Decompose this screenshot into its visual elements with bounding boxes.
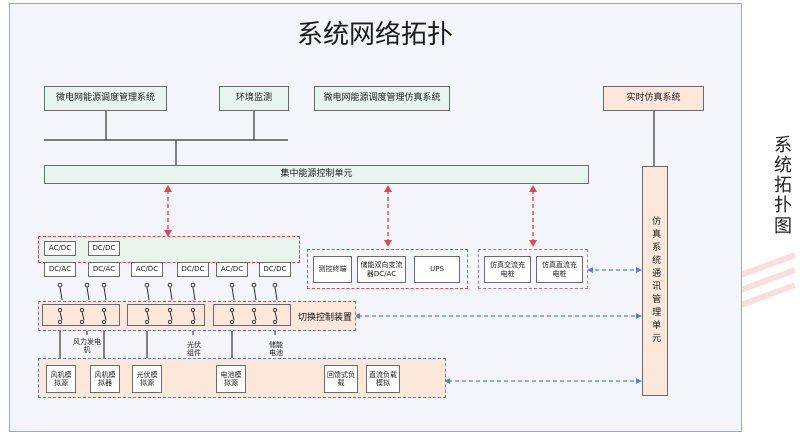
converter-group-border [38,236,300,263]
acdc-converter-2: AC/DC [131,262,163,277]
dc-charging-pile: 仿真直流充电桩 [536,256,583,283]
acdc-converter-1: AC/DC [44,241,76,256]
acdc-converter-3: AC/DC [216,262,248,277]
pv-module-text: 光伏组件 [187,341,201,358]
battery-sim-source-label: 电池模拟源 [220,370,242,387]
storage-converter-label: 储能双向变流器DC/AC [360,261,403,278]
side-title: 系 统 拓 扑 图 [770,135,796,237]
dcdc-converter-1: DC/DC [88,241,120,256]
wind-sim-source: 风机模拟源 [46,365,76,393]
wind-sim-source-label: 风机模拟源 [50,370,72,387]
storage-battery-label: 储能电池 [266,341,286,357]
wind-generator-label: 风力发电机 [70,338,104,354]
dispatch-sim-system-box: 微电网能源调度管理仿真系统 [314,86,450,111]
feedback-load: 回馈式负载 [324,365,358,393]
measure-control-terminal: 测控终端 [313,256,352,283]
ac-charging-pile: 仿真交流充电桩 [484,256,531,283]
pv-sim-source-label: 光伏模拟源 [136,370,158,387]
dcac-converter-2: DC/AC [88,262,120,277]
realtime-sim-box: 实时仿真系统 [603,86,704,111]
dcdc-converter-2: DC/DC [177,262,209,277]
middle-device-group [307,249,468,289]
pv-sim-source: 光伏模拟源 [132,365,162,393]
dispatch-system-box: 微电网能源调度管理系统 [44,86,167,111]
ac-charging-label: 仿真交流充电桩 [490,261,525,278]
dcdc-converter-3: DC/DC [259,262,291,277]
battery-sim-source: 电池模拟源 [216,365,246,393]
feedback-load-label: 回馈式负载 [327,370,355,387]
dcac-converter-1: DC/AC [44,262,76,277]
converter-group-fill [39,237,299,262]
wind-generator-text: 风力发电机 [73,338,101,355]
pv-module-label: 光伏组件 [184,341,204,357]
side-title-char: 扑 [774,195,792,217]
side-title-char: 统 [774,155,792,177]
storage-converter: 储能双向变流器DC/AC [357,256,406,283]
wind-simulator: 风机模拟器 [90,365,120,393]
dc-load-sim: 直流负载模拟 [366,365,400,393]
dc-load-sim-label: 直流负载模拟 [369,370,397,387]
wind-simulator-label: 风机模拟器 [94,370,116,387]
ups-box: UPS [414,256,460,283]
side-title-char: 图 [774,215,792,237]
environment-monitor-box: 环境监测 [219,86,289,111]
side-title-char: 系 [774,135,792,156]
comm-unit-label: 仿真系统通讯管理单元 [650,216,661,346]
side-title-char: 拓 [774,175,792,197]
diagram-title: 系统网络拓扑 [296,20,453,50]
central-control-unit: 集中能源控制单元 [44,165,589,184]
dc-charging-label: 仿真直流充电桩 [542,261,577,278]
charging-group [478,249,588,289]
storage-battery-text: 储能电池 [269,341,283,358]
comm-management-unit: 仿真系统通讯管理单元 [642,166,668,396]
switch-control-label: 切换控制装置 [298,313,353,323]
